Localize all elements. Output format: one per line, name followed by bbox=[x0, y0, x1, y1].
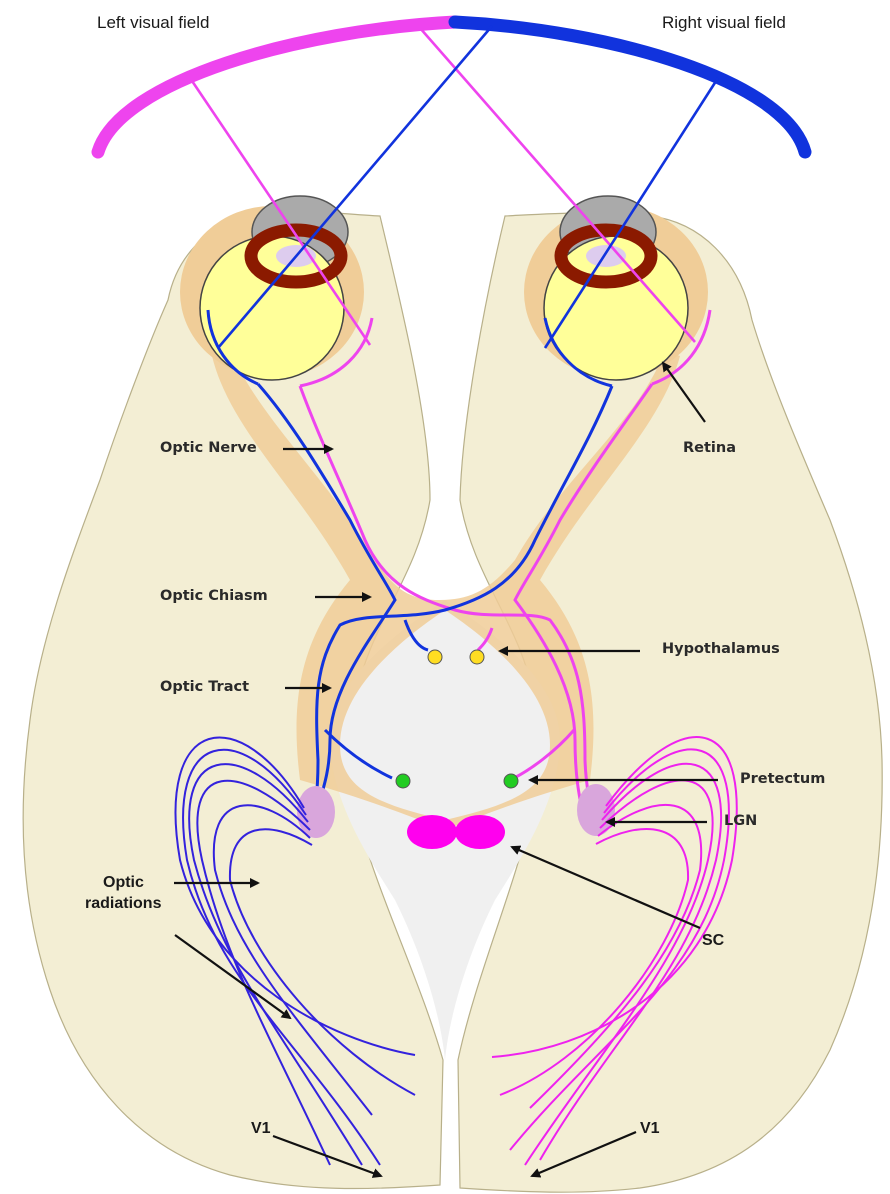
hypothalamus-label: Hypothalamus bbox=[662, 642, 780, 658]
optic-chiasm-label: Optic Chiasm bbox=[160, 589, 268, 605]
v1-right-label: V1 bbox=[640, 1120, 660, 1138]
optic-nerve-label: Optic Nerve bbox=[160, 441, 257, 457]
left-eyeball bbox=[200, 236, 344, 380]
lgn-label: LGN bbox=[724, 814, 757, 830]
left-visual-field-label: Left visual field bbox=[97, 14, 209, 33]
pretectum-nucleus-left bbox=[396, 774, 410, 788]
v1-left-label: V1 bbox=[251, 1120, 271, 1138]
superior-colliculus-right bbox=[455, 815, 505, 849]
optic-radiations-label-line1: Optic bbox=[103, 874, 144, 892]
pretectum-nucleus-right bbox=[504, 774, 518, 788]
right-visual-field-label: Right visual field bbox=[662, 14, 786, 33]
sc-label: SC bbox=[702, 932, 724, 950]
retina-label: Retina bbox=[683, 441, 736, 457]
optic-radiations-label-line2: radiations bbox=[85, 895, 161, 913]
pretectum-label: Pretectum bbox=[740, 772, 825, 788]
superior-colliculus-left bbox=[407, 815, 457, 849]
right-visual-field-arc bbox=[455, 22, 805, 152]
hypothalamus-nucleus-right bbox=[470, 650, 484, 664]
optic-tract-label: Optic Tract bbox=[160, 680, 249, 696]
hypothalamus-nucleus-left bbox=[428, 650, 442, 664]
